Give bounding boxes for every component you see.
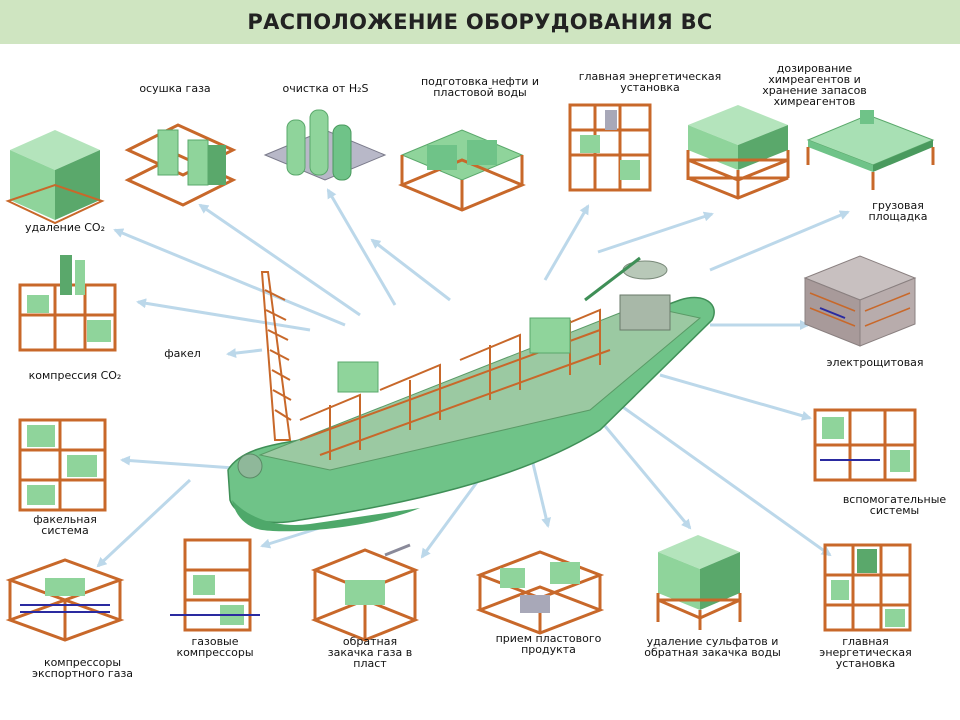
arrow-chem <box>597 211 714 254</box>
arrow-gas-drying <box>198 203 361 317</box>
label-oil-water-prep: подготовка нефти и пластовой воды <box>420 75 540 99</box>
module-main-power-bottom <box>823 543 912 632</box>
module-export-gas <box>5 558 125 642</box>
arrow-cargo <box>709 210 850 272</box>
label-co2-removal: удаление CO₂ <box>24 221 105 234</box>
module-gas-drying <box>124 123 237 207</box>
module-gas-compressors <box>170 538 260 632</box>
module-cargo-deck <box>806 110 935 190</box>
arrow-main-power-top <box>543 204 590 281</box>
arrow-co2-removal <box>113 228 346 327</box>
module-co2-compression <box>18 255 117 352</box>
arrow-h2s <box>326 188 397 306</box>
arrows <box>96 188 850 568</box>
label-main-power-bottom: главная энергетическая установка <box>819 635 912 670</box>
arrow-export-gas <box>96 478 192 568</box>
arrow-main-power-bottom <box>619 403 832 557</box>
label-sulfate-removal: удаление сульфатов и обратная закачка во… <box>644 635 781 659</box>
module-oil-prep <box>398 129 526 212</box>
ship-module-3 <box>619 294 671 331</box>
arrow-oil-prep <box>370 238 451 302</box>
label-gas-reinjection: обратная закачка газа в пласт <box>327 635 413 670</box>
label-h2s-cleaning: очистка от H₂S <box>282 82 369 95</box>
label-gas-compressors: газовые компрессоры <box>176 635 254 659</box>
module-main-power-top <box>568 103 652 192</box>
ship-hull-lower <box>232 500 420 532</box>
label-co2-compression: компрессия CO₂ <box>28 369 122 382</box>
module-auxiliary <box>813 408 917 482</box>
module-h2s <box>263 109 387 181</box>
arrow-sulfate <box>598 419 692 530</box>
ship-helideck <box>622 260 668 280</box>
arrow-reinjection <box>420 477 482 559</box>
arrow-flare <box>226 348 263 359</box>
label-gas-drying: осушка газа <box>139 82 211 95</box>
label-main-power-top: главная энергетическая установка <box>578 70 722 94</box>
label-flare-system: факельная система <box>33 513 97 537</box>
module-sulfate-removal <box>656 535 742 630</box>
module-co2-removal <box>5 130 105 225</box>
flare-tower <box>260 271 292 441</box>
module-chemical-dosing <box>686 105 790 200</box>
module-reception <box>475 550 605 635</box>
ship-deck <box>258 304 702 471</box>
fpso-ship <box>227 256 715 532</box>
ship-crane <box>584 256 641 302</box>
label-produced-fluid-reception: прием пластового продукта <box>495 632 602 656</box>
label-flare: факел <box>164 347 201 360</box>
label-electrical-room: электрощитовая <box>826 356 924 369</box>
title-bar: РАСПОЛОЖЕНИЕ ОБОРУДОВАНИЯ ВС <box>0 0 960 44</box>
ship-module-2 <box>529 317 571 354</box>
ship-module-1 <box>337 361 379 393</box>
arrow-co2-compress <box>136 298 311 332</box>
label-export-gas-compressors: компрессоры экспортного газа <box>31 656 134 680</box>
module-flare-system <box>18 418 107 512</box>
module-gas-reinjection <box>310 543 420 642</box>
label-chemical-dosing: дозирование химреагентов и хранение запа… <box>762 62 867 108</box>
label-auxiliary-systems: вспомогательные системы <box>842 493 947 517</box>
ship-bow-tank <box>237 453 263 479</box>
label-cargo-deck: грузовая площадка <box>868 199 928 223</box>
module-electrical-room <box>803 255 917 347</box>
arrow-aux <box>659 373 812 421</box>
page-title: РАСПОЛОЖЕНИЕ ОБОРУДОВАНИЯ ВС <box>247 10 713 34</box>
